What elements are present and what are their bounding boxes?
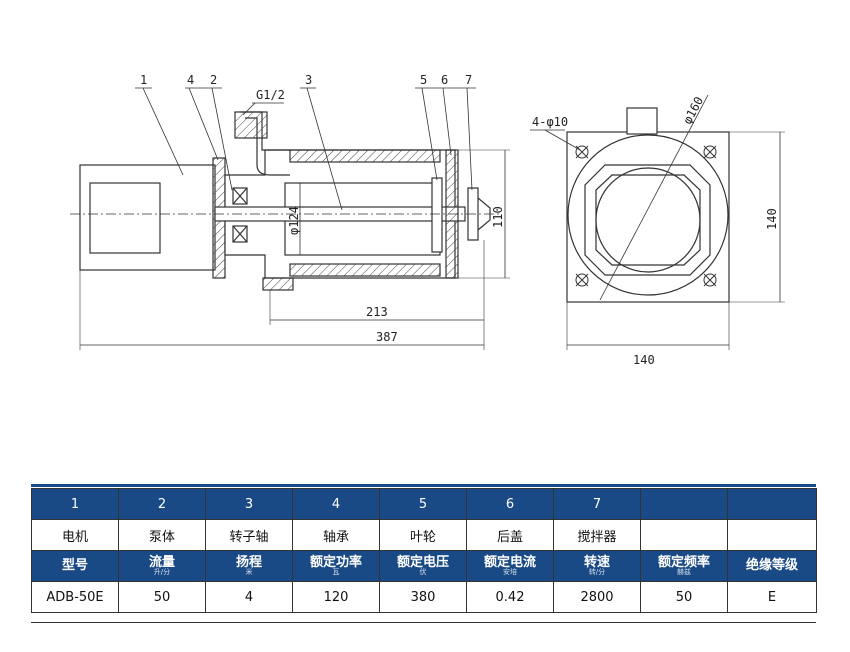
impeller (431, 177, 443, 253)
header-cell: 额定电压伏 (379, 550, 467, 582)
num-cell (640, 488, 728, 520)
part-cell: 轴承 (292, 519, 380, 551)
header-unit: 安培 (503, 568, 517, 577)
header-unit: 升/分 (153, 568, 171, 577)
value-cell: E (727, 581, 817, 613)
dim-387: 387 (376, 330, 398, 344)
num-cell: 3 (205, 488, 293, 520)
header-cell: 额定电流安培 (466, 550, 554, 582)
outlet-boss (626, 107, 658, 135)
mounting-foot (262, 277, 294, 291)
flange-circle (567, 134, 729, 296)
header-cell: 型号 (31, 550, 119, 582)
callout-4: 4 (187, 73, 194, 87)
value-cell: 50 (118, 581, 206, 613)
header-unit: 瓦 (332, 568, 340, 577)
header-label: 扬程 (235, 554, 262, 570)
header-label: 绝缘等级 (745, 558, 798, 574)
dim-213: 213 (366, 305, 388, 319)
dim-140-vertical: 140 (765, 208, 779, 230)
num-cell: 7 (553, 488, 641, 520)
num-cell: 6 (466, 488, 554, 520)
end-view (530, 94, 785, 350)
num-cell: 5 (379, 488, 467, 520)
value-cell: 50 (640, 581, 728, 613)
value-cell: 2800 (553, 581, 641, 613)
table-bottom-rule (31, 622, 816, 623)
part-cell: 泵体 (118, 519, 206, 551)
part-cell: 叶轮 (379, 519, 467, 551)
diameter-leader (599, 94, 709, 301)
bore-circle (595, 167, 701, 273)
value-cell: 4 (205, 581, 293, 613)
number-row: 1 2 3 4 5 6 7 (31, 488, 817, 520)
num-cell: 4 (292, 488, 380, 520)
callout-7: 7 (465, 73, 472, 87)
outlet-nut (234, 111, 268, 139)
motor-terminal-box (89, 182, 161, 254)
header-label: 流量 (148, 554, 175, 570)
thread-label: G1/2 (256, 88, 285, 102)
value-cell: 0.42 (466, 581, 554, 613)
header-unit: 转/分 (588, 568, 606, 577)
num-cell: 2 (118, 488, 206, 520)
header-cell: 额定频率赫兹 (640, 550, 728, 582)
header-label: 型号 (61, 558, 88, 574)
value-cell: ADB-50E (31, 581, 119, 613)
callout-6: 6 (441, 73, 448, 87)
side-view (70, 87, 510, 350)
header-label: 额定功率 (309, 554, 362, 570)
header-cell: 绝缘等级 (727, 550, 817, 582)
pump-technical-drawing: 1 4 2 3 5 6 7 G1/2 4-φ10 φ124 φ160 110 2… (70, 73, 785, 367)
callout-5: 5 (420, 73, 427, 87)
header-cell: 转速转/分 (553, 550, 641, 582)
casing-bottom-hatch (289, 263, 441, 277)
part-row: 电机 泵体 转子轴 轴承 叶轮 后盖 搅拌器 (31, 519, 817, 551)
num-cell (727, 488, 817, 520)
callout-1: 1 (140, 73, 147, 87)
table-top-rule (31, 484, 816, 487)
header-unit: 赫兹 (677, 568, 691, 577)
value-cell: 120 (292, 581, 380, 613)
spec-table: 1 2 3 4 5 6 7 电机 泵体 转子轴 轴承 叶轮 后盖 搅拌器 型号 … (31, 488, 817, 613)
callout-2: 2 (210, 73, 217, 87)
flange-label: φ160 (680, 94, 706, 126)
value-row: ADB-50E 50 4 120 380 0.42 2800 50 E (31, 581, 817, 613)
casing-top-hatch (289, 149, 441, 163)
header-label: 额定电流 (483, 554, 536, 570)
header-unit: 米 (245, 568, 253, 577)
header-cell: 额定功率瓦 (292, 550, 380, 582)
callout-3: 3 (305, 73, 312, 87)
header-unit: 伏 (419, 568, 427, 577)
part-cell: 电机 (31, 519, 119, 551)
value-cell: 380 (379, 581, 467, 613)
bore-label: φ124 (287, 206, 301, 235)
header-label: 额定电压 (396, 554, 449, 570)
part-cell: 搅拌器 (553, 519, 641, 551)
header-row: 型号 流量升/分 扬程米 额定功率瓦 额定电压伏 额定电流安培 转速转/分 额定… (31, 550, 817, 582)
header-label: 转速 (583, 554, 610, 570)
header-cell: 流量升/分 (118, 550, 206, 582)
header-label: 额定频率 (657, 554, 710, 570)
holes-label: 4-φ10 (532, 115, 568, 129)
mount-holes (575, 145, 717, 287)
part-cell: 转子轴 (205, 519, 293, 551)
dim-140-horizontal: 140 (633, 353, 655, 367)
outlet-pipe-inner (245, 117, 290, 176)
inner-square (584, 164, 711, 276)
part-cell (640, 519, 728, 551)
dim-110: 110 (491, 206, 505, 228)
header-cell: 扬程米 (205, 550, 293, 582)
num-cell: 1 (31, 488, 119, 520)
part-cell: 后盖 (466, 519, 554, 551)
part-cell (727, 519, 817, 551)
